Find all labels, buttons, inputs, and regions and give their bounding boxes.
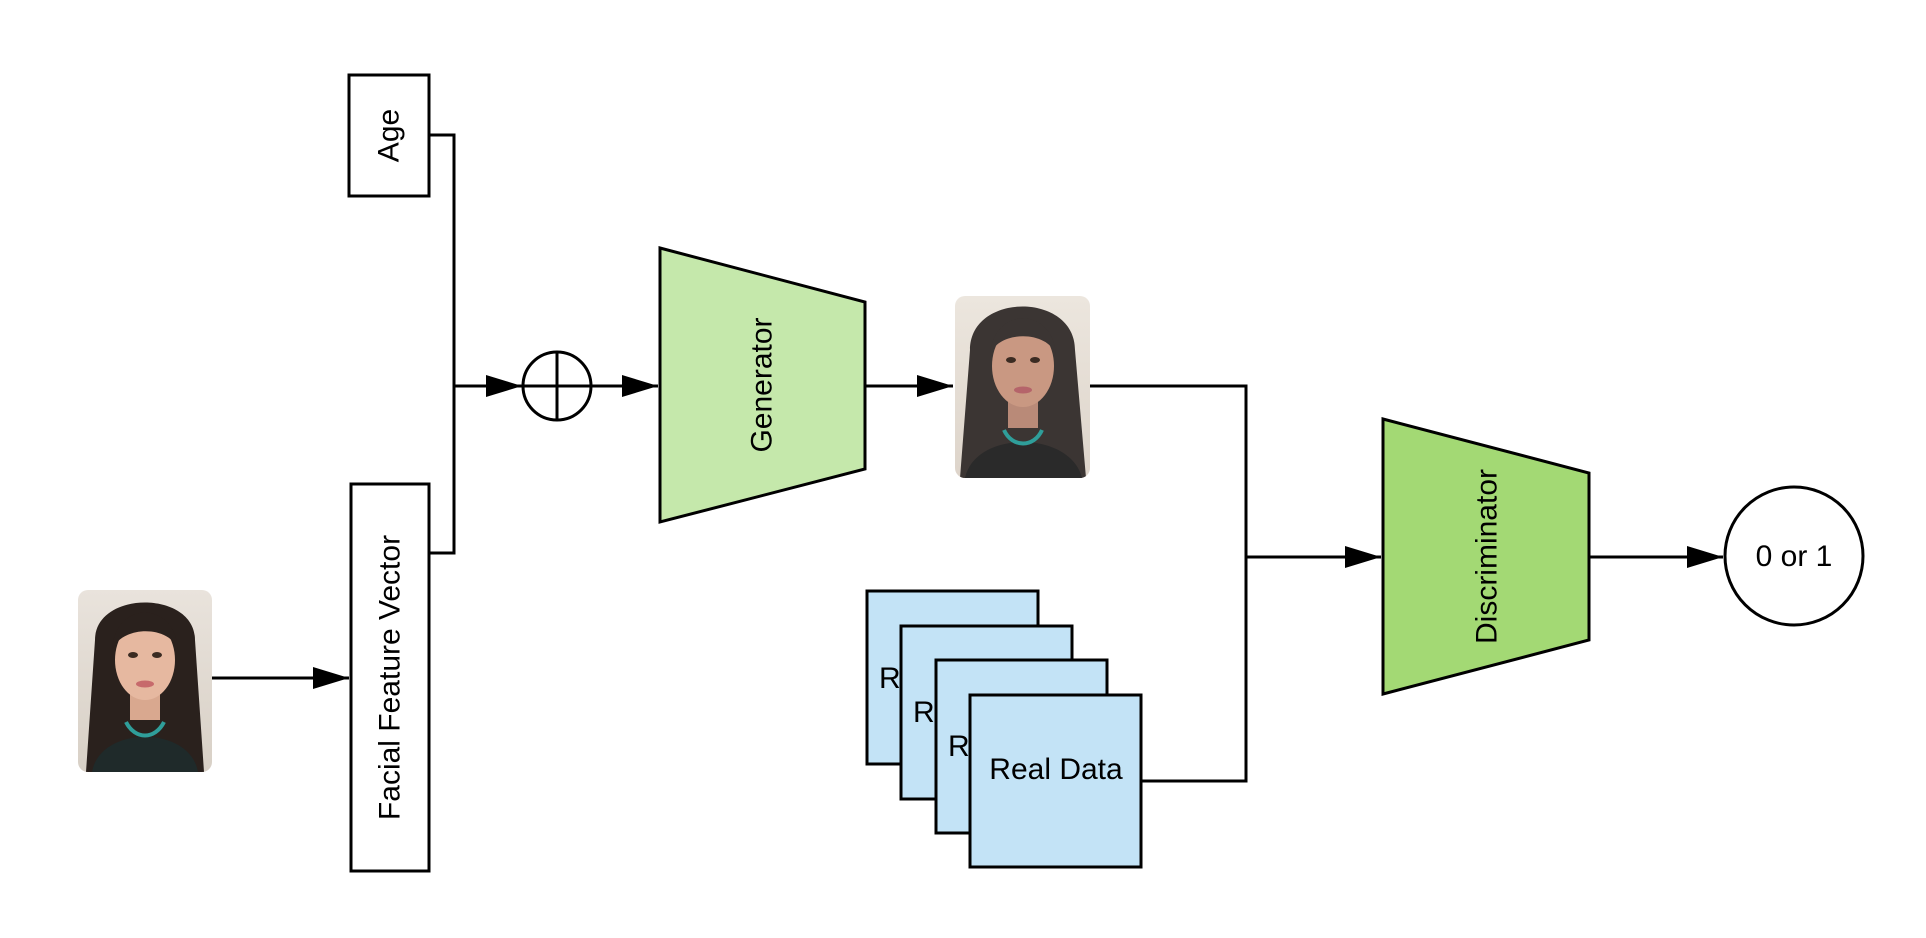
facial-feature-vector-label: Facial Feature Vector: [374, 535, 407, 820]
real-data-card-front: Real Data: [968, 693, 1143, 869]
discriminator-label: Discriminator: [1471, 469, 1504, 644]
line-photo-to-discriminator: [1090, 384, 1248, 557]
facial-feature-vector-box: Facial Feature Vector: [349, 482, 431, 873]
line-feature-vector-to-bus: [429, 386, 456, 555]
real-data-partial-label: R: [913, 696, 935, 729]
output-label: 0 or 1: [1756, 540, 1833, 573]
line-real-data-to-discriminator: [1141, 557, 1248, 783]
generator-label: Generator: [746, 317, 779, 452]
output-node: 0 or 1: [1723, 485, 1865, 627]
real-data-partial-label: R: [879, 662, 901, 695]
line-age-to-bus: [429, 133, 456, 386]
circled-plus-icon: [521, 350, 593, 422]
real-data-label: Real Data: [989, 753, 1123, 786]
generated-aged-face-photo: [955, 296, 1090, 478]
input-face-photo: [78, 590, 212, 772]
age-label: Age: [373, 109, 406, 162]
connectors: [212, 133, 1723, 783]
generator-block: Generator: [658, 246, 867, 524]
age-input-box: Age: [347, 73, 431, 198]
real-data-stack: R R R Real Data: [865, 589, 1143, 869]
real-data-partial-label: R: [948, 730, 970, 763]
discriminator-block: Discriminator: [1381, 417, 1591, 696]
